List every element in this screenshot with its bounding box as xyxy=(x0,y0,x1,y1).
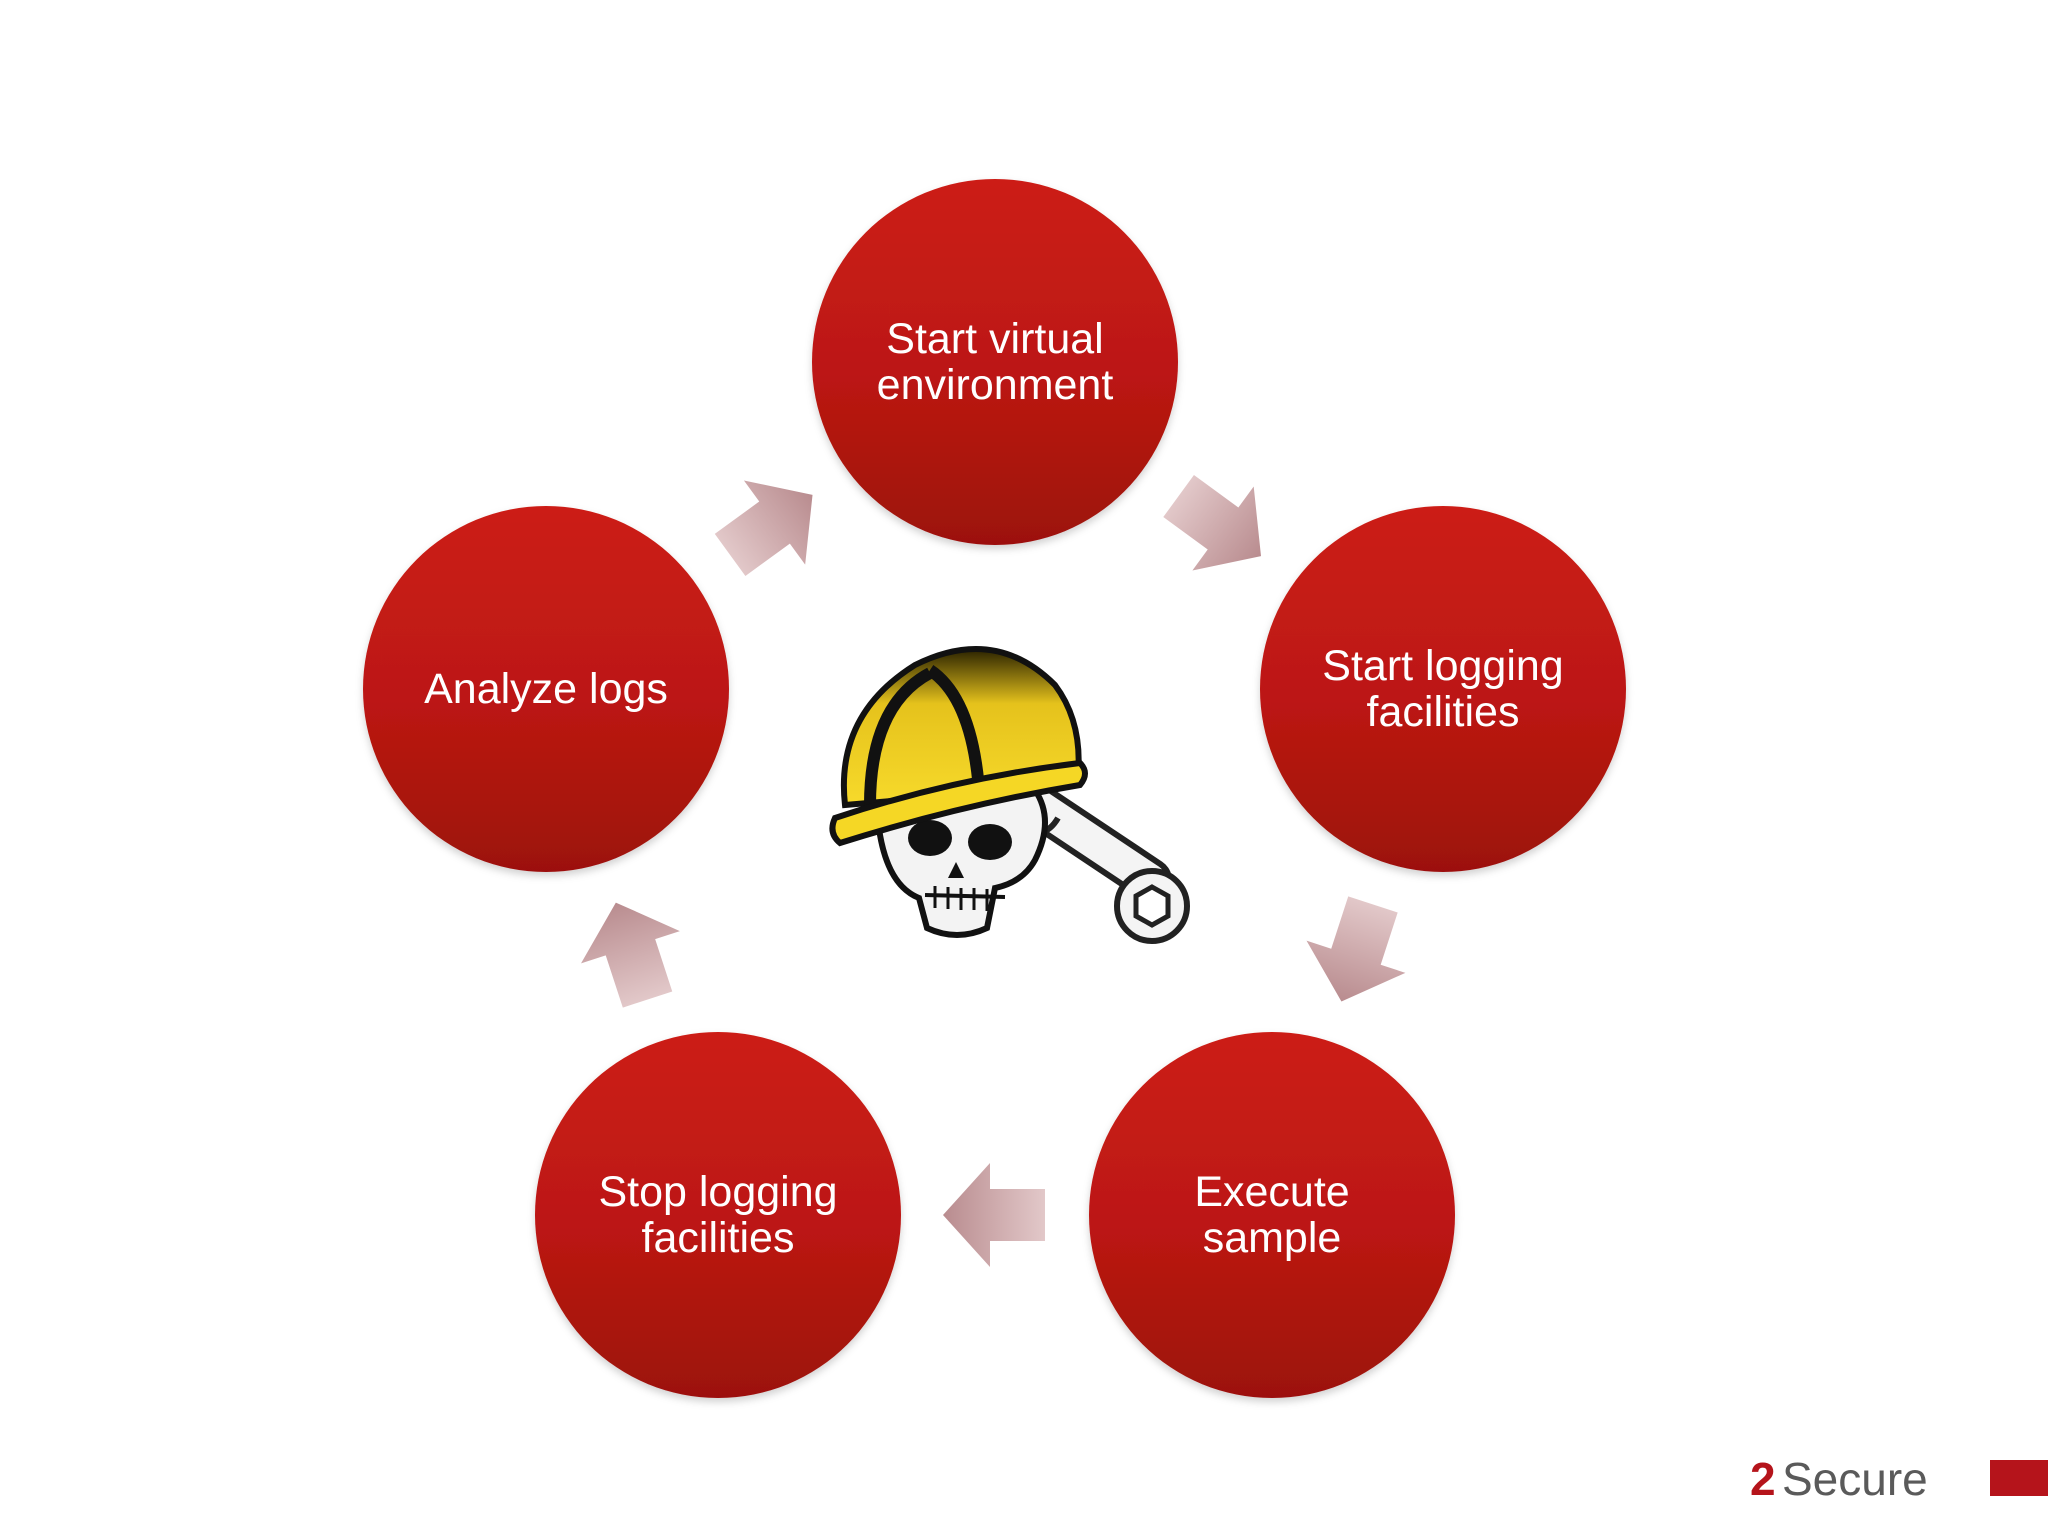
flow-arrow xyxy=(1306,896,1406,1002)
cycle-arrows xyxy=(581,475,1406,1267)
step-circle xyxy=(363,506,729,872)
step-label: facilities xyxy=(642,1214,795,1262)
step-label: facilities xyxy=(1367,688,1520,736)
brand-logo-prefix: 2 xyxy=(1750,1453,1776,1505)
step-label: sample xyxy=(1203,1214,1342,1262)
flow-arrow xyxy=(714,480,813,576)
step-circle xyxy=(535,1032,901,1398)
step-circle xyxy=(812,179,1178,545)
flow-arrow xyxy=(1163,475,1262,571)
brand-logo-text: Secure xyxy=(1782,1453,1928,1505)
step-label: environment xyxy=(877,361,1114,409)
flow-arrow xyxy=(943,1163,1045,1267)
step-circle xyxy=(1089,1032,1455,1398)
brand-accent-bar xyxy=(1990,1460,2048,1496)
skull-hardhat-wrench-icon xyxy=(829,646,1190,944)
step-label: Start logging xyxy=(1322,642,1563,690)
step-circle xyxy=(1260,506,1626,872)
step-label: Analyze logs xyxy=(424,665,668,713)
hardhat-icon xyxy=(829,646,1088,847)
flow-arrow xyxy=(581,902,680,1008)
step-label: Start virtual xyxy=(886,315,1103,363)
brand-logo: 2 Secure xyxy=(1750,1453,2048,1505)
step-label: Execute xyxy=(1194,1168,1349,1216)
step-label: Stop logging xyxy=(598,1168,837,1216)
step-analyze-logs: Analyze logs xyxy=(363,506,729,872)
